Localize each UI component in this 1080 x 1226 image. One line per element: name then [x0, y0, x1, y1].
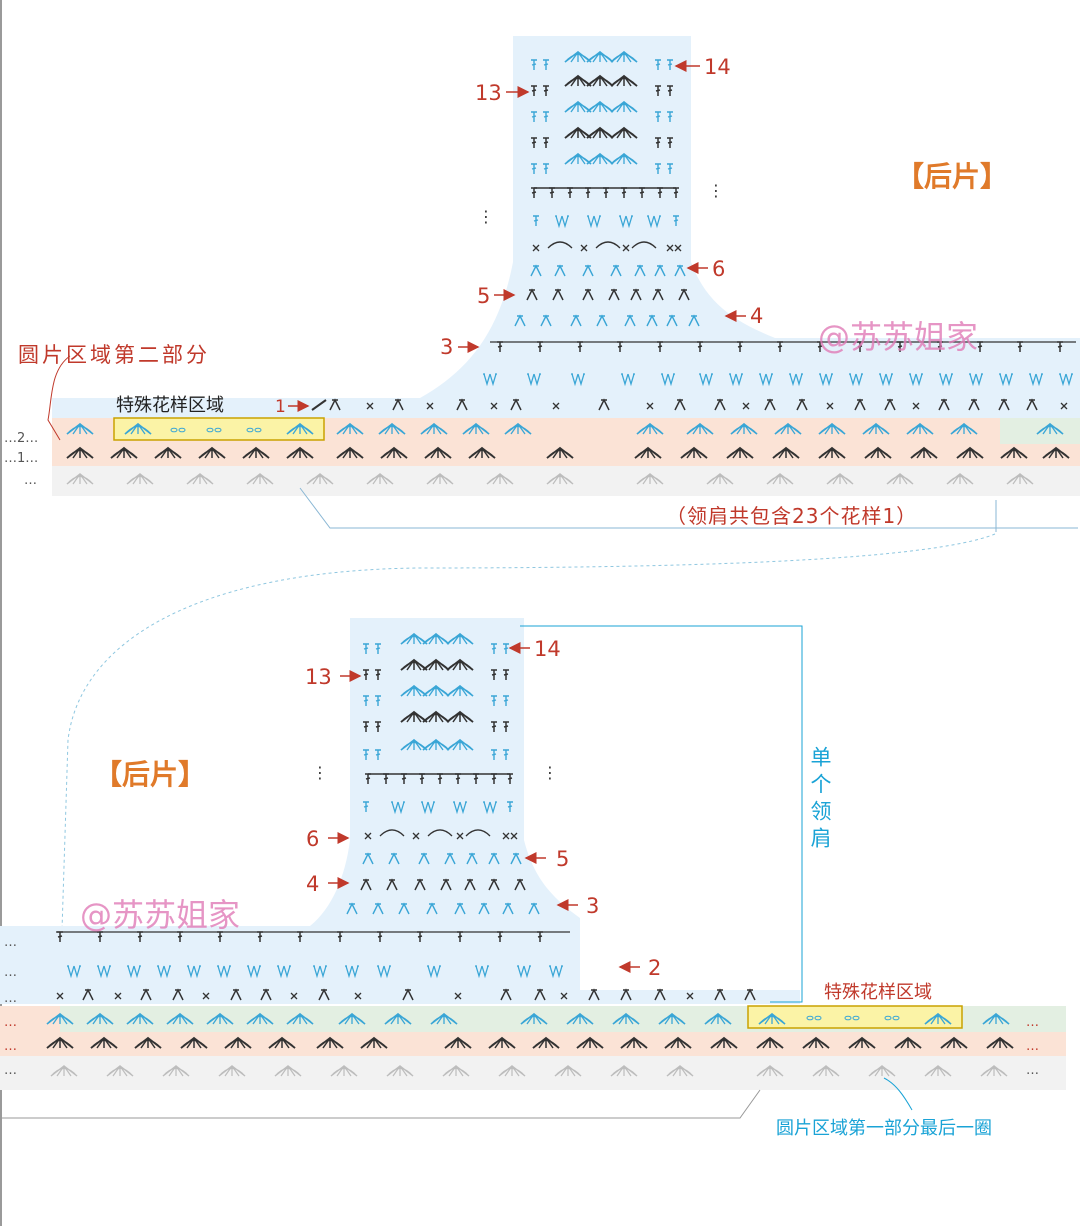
- page-edge-line: [0, 0, 2, 1226]
- bottom-side-dots-6: …: [4, 1063, 17, 1078]
- bottom-wide-rows: [46, 931, 1014, 1077]
- top-column-rows: [514, 51, 700, 327]
- bottom-diagram: ⋮ ⋮: [0, 618, 1066, 1119]
- bottom-row-5: 5: [556, 847, 569, 871]
- top-row-13: 13: [475, 81, 502, 105]
- bottom-label-last-round: 圆片区域第一部分最后一圈: [776, 1118, 992, 1139]
- bottom-side-dots-7: …: [1026, 1015, 1039, 1030]
- bottom-special-pattern-box: [747, 1005, 963, 1029]
- top-row-4: 4: [750, 304, 763, 328]
- bottom-row-4: 4: [306, 872, 319, 896]
- top-wide-rows: [66, 341, 1076, 485]
- top-label-round-part2: 圆片区域第二部分: [18, 343, 210, 367]
- top-row-14: 14: [704, 55, 731, 79]
- top-row-5: 5: [477, 284, 490, 308]
- bottom-side-dots-9: …: [1026, 1063, 1039, 1078]
- bottom-side-dots-5: …: [4, 1039, 17, 1054]
- svg-text:⋮: ⋮: [478, 207, 494, 226]
- top-special-pattern-box: [113, 417, 325, 441]
- top-row-3: 3: [440, 335, 453, 359]
- svg-text:⋮: ⋮: [312, 763, 328, 782]
- bottom-row-14: 14: [534, 637, 561, 661]
- bottom-column-rows: [346, 633, 540, 915]
- top-diagram: ⋮ ⋮: [47, 36, 1080, 532]
- side-mark-dots: …: [24, 473, 37, 488]
- bottom-row-3: 3: [586, 894, 599, 918]
- top-watermark: @苏苏姐家: [818, 318, 978, 356]
- bottom-side-dots-4: …: [4, 1015, 17, 1030]
- bottom-side-dots-3: …: [4, 991, 17, 1006]
- bottom-side-dots-8: …: [1026, 1039, 1039, 1054]
- bottom-watermark: @苏苏姐家: [80, 896, 240, 934]
- top-label-note: （领肩共包含23个花样1）: [666, 504, 917, 528]
- top-title: 【后片】: [896, 160, 1008, 193]
- bottom-row-6: 6: [306, 827, 319, 851]
- side-mark-1: …1…: [4, 451, 38, 466]
- side-mark-2: …2…: [4, 431, 38, 446]
- bottom-label-shoulder: 单个领肩: [808, 746, 832, 854]
- bottom-title: 【后片】: [94, 758, 206, 791]
- bottom-row-13: 13: [305, 665, 332, 689]
- top-row-1: 1: [275, 397, 286, 417]
- top-row-6: 6: [712, 257, 725, 281]
- svg-text:⋮: ⋮: [542, 763, 558, 782]
- bottom-side-dots-2: …: [4, 965, 17, 980]
- bottom-label-special: 特殊花样区域: [824, 982, 932, 1003]
- bottom-row-2: 2: [648, 956, 661, 980]
- top-label-special: 特殊花样区域: [116, 395, 224, 416]
- bottom-side-dots-1: …: [4, 935, 17, 950]
- svg-text:⋮: ⋮: [708, 181, 724, 200]
